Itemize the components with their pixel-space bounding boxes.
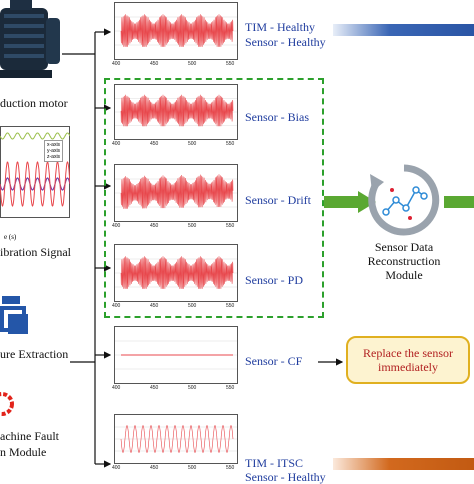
signal-plot-healthy	[114, 2, 238, 60]
faulty-sensor-group-box	[104, 78, 324, 318]
reconstruction-line1: Sensor Data	[374, 240, 434, 254]
label-sensor-cf: Sensor - CF	[245, 354, 303, 368]
x-tick-label: 500	[188, 61, 197, 67]
x-tick-label: 450	[150, 223, 159, 229]
signal-plot-itsc	[114, 414, 238, 464]
signal-svg-itsc	[115, 425, 237, 453]
vib-legend: x-axis y-axis z-axis	[44, 140, 64, 162]
signal-trace-itsc	[120, 425, 234, 453]
x-tick-label: 450	[150, 61, 159, 67]
x-tick-label: 400	[112, 385, 121, 391]
x-tick-label: 550	[226, 303, 235, 309]
label-sensor-healthy-2: Sensor - Healthy	[245, 470, 326, 484]
vib-trace	[0, 161, 71, 207]
replace-sensor-box: Replace the sensor immediately	[346, 336, 470, 384]
itsc-output-bar	[333, 458, 474, 470]
replace-line1: Replace the sensor	[363, 346, 453, 360]
x-tick-label: 500	[188, 141, 197, 147]
vibration-caption: ibration Signal	[0, 245, 71, 259]
x-tick-label: 400	[112, 303, 121, 309]
x-tick-label: 550	[226, 61, 235, 67]
x-tick-label: 400	[112, 223, 121, 229]
reconstruction-line2: Reconstruction	[367, 254, 441, 268]
x-tick-label: 500	[188, 465, 197, 471]
reconstruction-line3: Module	[385, 268, 423, 282]
green-arrow-out	[444, 196, 474, 208]
x-tick-label: 450	[150, 141, 159, 147]
legend-x-axis: x-axis	[47, 142, 61, 148]
x-tick-label: 450	[150, 303, 159, 309]
x-tick-label: 550	[226, 385, 235, 391]
signal-svg-cf	[115, 340, 237, 370]
gear-icon	[0, 390, 18, 418]
signal-svg-pd	[115, 256, 237, 289]
replace-line2: immediately	[378, 360, 438, 374]
signal-plot-pd	[114, 244, 238, 302]
reconstruction-caption: Sensor Data Reconstruction Module	[340, 240, 468, 282]
time-axis-label: e (s)	[4, 233, 17, 241]
vib-trace	[0, 132, 71, 140]
feature-caption: ure Extraction	[0, 347, 69, 361]
label-tim-healthy: TIM - Healthy	[245, 20, 315, 34]
vibration-signal-plot	[0, 126, 71, 218]
signal-trace-bias	[120, 94, 234, 127]
label-sensor-healthy-1: Sensor - Healthy	[245, 35, 326, 49]
label-sensor-drift: Sensor - Drift	[245, 193, 311, 207]
x-tick-label: 550	[226, 465, 235, 471]
green-arrow-in	[324, 191, 376, 213]
connector-lines	[62, 28, 344, 468]
motor-caption: duction motor	[0, 96, 68, 110]
healthy-output-bar	[333, 24, 474, 36]
feature-extraction-icon	[0, 294, 30, 338]
x-tick-label: 550	[226, 223, 235, 229]
x-tick-label: 450	[150, 465, 159, 471]
x-tick-label: 500	[188, 223, 197, 229]
x-tick-label: 400	[112, 61, 121, 67]
x-tick-label: 500	[188, 303, 197, 309]
induction-motor-image	[0, 0, 62, 88]
label-sensor-pd: Sensor - PD	[245, 273, 304, 287]
x-tick-label: 450	[150, 385, 159, 391]
x-tick-label: 400	[112, 465, 121, 471]
label-sensor-bias: Sensor - Bias	[245, 110, 309, 124]
signal-svg-bias	[115, 94, 237, 127]
signal-trace-pd	[120, 256, 234, 289]
x-tick-label: 500	[188, 385, 197, 391]
x-tick-label: 400	[112, 141, 121, 147]
reconstruction-icon	[364, 160, 444, 240]
signal-svg-drift	[115, 174, 237, 209]
x-tick-label: 550	[226, 141, 235, 147]
legend-z-axis: z-axis	[47, 154, 61, 160]
signal-svg-healthy	[115, 14, 237, 47]
signal-trace-healthy	[120, 14, 234, 47]
fault-caption-line1: achine Fault	[0, 429, 59, 443]
label-tim-itsc: TIM - ITSC	[245, 456, 303, 470]
signal-plot-drift	[114, 164, 238, 222]
legend-y-axis: y-axis	[47, 148, 61, 154]
fault-caption-line2: n Module	[0, 445, 47, 459]
signal-trace-drift	[120, 174, 234, 209]
signal-plot-bias	[114, 84, 238, 140]
signal-plot-cf	[114, 326, 238, 384]
